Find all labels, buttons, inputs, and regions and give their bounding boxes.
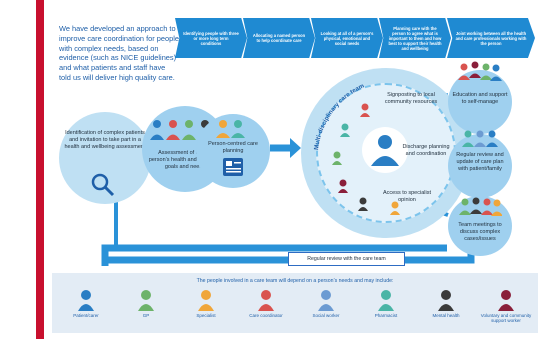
legend-person-label: Care coordinator [249, 313, 283, 318]
assessment-text: Assessment of all of a person’s health a… [148, 150, 222, 170]
legend-person-4: Social worker [300, 289, 352, 318]
legend-person-label: GP [142, 313, 150, 318]
team-member-icons [332, 103, 400, 215]
person-icon [258, 290, 274, 311]
person-icon [318, 290, 334, 311]
person-icon [498, 290, 514, 311]
left-accent-bar [36, 0, 44, 339]
people-legend-panel: The people involved in a care team will … [52, 273, 538, 333]
step-1: Identifying people with three or more lo… [175, 18, 247, 58]
education-people-icon [458, 61, 502, 81]
person-icon [378, 290, 394, 311]
person-icon [138, 290, 154, 311]
legend-person-label: Patient/carer [73, 313, 99, 318]
regular-review-label: Regular review with the care team [288, 252, 405, 266]
review-people-icon [462, 130, 498, 147]
step-2: Allocating a named person to help coordi… [243, 18, 315, 58]
meetings-text: Team meetings to discuss complex cases/i… [458, 222, 502, 242]
legend-person-label: Voluntary and community support worker [480, 313, 532, 324]
legend-person-3: Care coordinator [240, 289, 292, 318]
intro-text: We have developed an approach to improve… [59, 24, 179, 82]
care-plan-document-icon [223, 158, 243, 176]
legend-person-2: Specialist [180, 289, 232, 318]
access-text: Access to specialist opinion [383, 190, 431, 203]
step-4: Planning care with the person to agree w… [379, 18, 451, 58]
discharge-text: Discharge planning and coordination [402, 144, 450, 157]
legend-person-label: Pharmacist [374, 313, 398, 318]
legend-person-5: Pharmacist [360, 289, 412, 318]
care-planning-text: Person-centred care planning [208, 141, 258, 154]
signposting-text: Signposting to local community resources [384, 92, 438, 105]
legend-person-1: GP [120, 289, 172, 318]
identification-text: Identification of complex patients and i… [64, 130, 146, 150]
person-icon [78, 290, 94, 311]
step-5: Joint working between all the health and… [447, 18, 535, 58]
legend-person-0: Patient/carer [60, 289, 112, 318]
education-text: Education and support to self-manage [452, 92, 508, 105]
care-planning-people-icon [216, 120, 245, 138]
legend-person-label: Social worker [312, 313, 340, 318]
step-3: Looking at all of a person’s physical, e… [311, 18, 383, 58]
legend-person-7: Voluntary and community support worker [480, 289, 532, 323]
legend-person-6: Mental health [420, 289, 472, 318]
team-arc-label: Multi-disciplinary care team [313, 82, 366, 150]
people-legend-title: The people involved in a care team will … [196, 278, 394, 284]
person-icon [198, 290, 214, 311]
magnifier-icon [91, 173, 115, 197]
person-icon [438, 290, 454, 311]
meetings-circle [448, 196, 512, 256]
legend-person-label: Mental health [432, 313, 460, 318]
review-text: Regular review and update of care plan w… [456, 152, 504, 172]
meetings-people-icon [459, 197, 502, 216]
central-person-icon [362, 127, 408, 173]
legend-person-label: Specialist [196, 313, 216, 318]
